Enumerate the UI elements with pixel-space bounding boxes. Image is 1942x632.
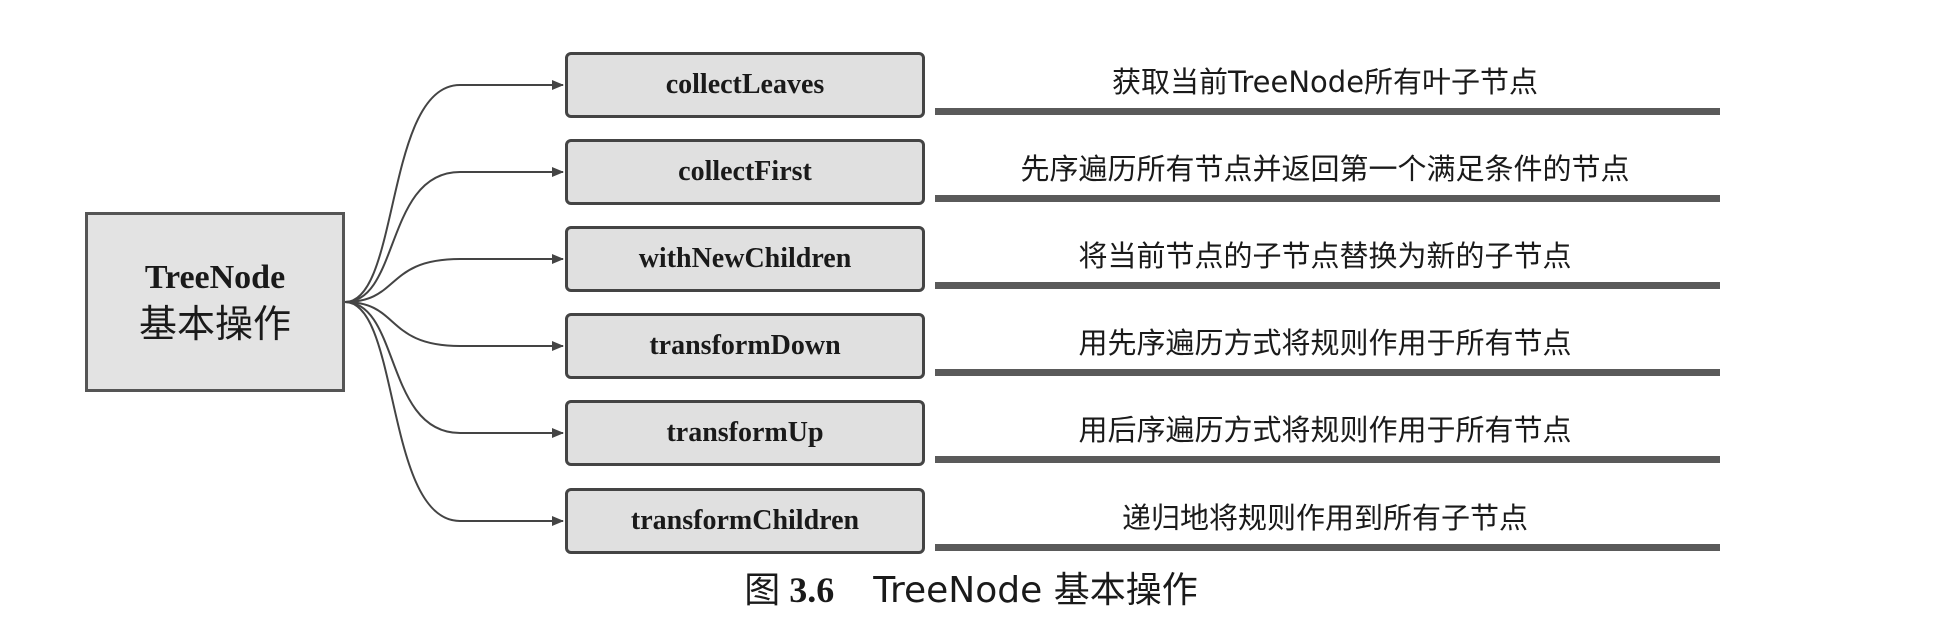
- caption-number: 3.6: [789, 570, 835, 610]
- operation-description: 先序遍历所有节点并返回第一个满足条件的节点: [1020, 152, 1630, 186]
- operation-box-collectFirst: collectFirst: [565, 139, 925, 205]
- operation-description: 用先序遍历方式将规则作用于所有节点: [1078, 326, 1572, 360]
- operation-box-collectLeaves: collectLeaves: [565, 52, 925, 118]
- caption-label: 图: [744, 570, 781, 611]
- connector-arrow: [344, 301, 564, 526]
- description-underline: [935, 544, 1720, 551]
- description-underline: [935, 282, 1720, 289]
- connector-arrow: [344, 301, 564, 438]
- connector-arrow: [344, 167, 564, 303]
- description-underline: [935, 456, 1720, 463]
- root-node-subtitle: 基本操作: [138, 302, 291, 346]
- operation-box-withNewChildren: withNewChildren: [565, 226, 925, 292]
- caption-text: TreeNode 基本操作: [873, 570, 1198, 611]
- root-node-title: TreeNode: [144, 259, 286, 296]
- figure-caption: 图 3.6 TreeNode 基本操作: [0, 568, 1942, 613]
- operation-description: 将当前节点的子节点替换为新的子节点: [1078, 239, 1572, 273]
- operation-box-transformChildren: transformChildren: [565, 488, 925, 554]
- connector-arrow: [344, 254, 564, 303]
- description-underline: [935, 108, 1720, 115]
- description-underline: [935, 195, 1720, 202]
- description-underline: [935, 369, 1720, 376]
- operation-box-transformDown: transformDown: [565, 313, 925, 379]
- operation-description: 递归地将规则作用到所有子节点: [1121, 501, 1528, 535]
- operation-description: 获取当前TreeNode所有叶子节点: [1111, 65, 1539, 99]
- operation-description: 用后序遍历方式将规则作用于所有节点: [1078, 413, 1572, 447]
- connector-arrow: [344, 80, 564, 303]
- operation-box-transformUp: transformUp: [565, 400, 925, 466]
- connector-arrow: [344, 301, 564, 351]
- root-node-box: TreeNode 基本操作: [85, 212, 345, 392]
